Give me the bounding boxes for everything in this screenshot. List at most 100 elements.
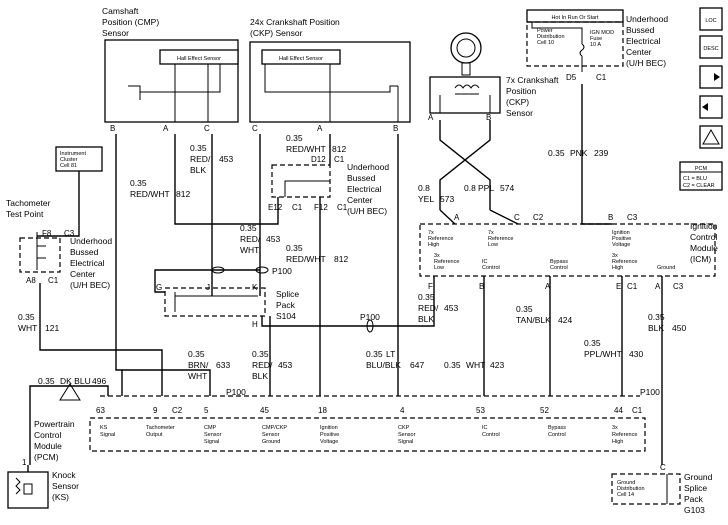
icm-sig-2b: Reference [488,236,513,242]
wire-label: DK BLU [60,376,91,386]
ground-splice: C Ground Distribution Cell 14 Ground Spl… [611,463,713,515]
ckp24-pin-c: C [252,124,258,133]
icm-sig-2a: 7x [488,230,494,236]
bec-middle: D12 C1 E12 C1 F12 C1 Underhood Bussed El… [268,155,389,216]
pcm-sig-ckp-2: Sensor [398,432,416,438]
wire-label: 453 [278,360,292,370]
nav-warning-button[interactable] [699,125,723,149]
icm-title-4: (ICM) [690,254,711,264]
instrument-cluster: Instrument Cluster Cell 81 [55,146,103,172]
pcm-sig-cmp-3: Signal [204,439,219,445]
fuse-bec-5: (U/H BEC) [626,58,666,68]
wire-label: RED/WHT [286,144,326,154]
tach-pin-a8: A8 [26,276,36,285]
fuse-header: Hot In Run Or Start [551,15,599,21]
wire-label: LT [386,349,395,359]
fuse-pd-3: Cell 10 [537,40,554,46]
pcm-pin-44: 44 [614,406,623,415]
wire-label: PPL [478,183,494,193]
pcm-sig-byp-1: Bypass [548,425,566,431]
ckp24-pin-b: B [393,124,398,133]
knock-label-3: (KS) [52,492,69,502]
pcm-sig-ckp-1: CKP [398,425,410,431]
pcm-sig-ign-3: Voltage [320,439,338,445]
ckp24-label-1: 24x Crankshaft Position [250,17,340,27]
splice-pin-k: K [252,283,258,292]
cmp-pin-a: A [163,124,169,133]
pcm-sig-tach-1: Tachometer [146,425,175,431]
tach-test-point: Tachometer Test Point F8 C3 A8 C1 Underh… [6,198,112,290]
fuse-rating: 10 A [590,42,601,48]
icm-sig-3c: Voltage [612,242,630,248]
pcm-sig-cmp-2: Sensor [204,432,222,438]
pcm-sig-gnd-2: Sensor [262,432,280,438]
icm-conn-c3: C3 [627,213,638,222]
wires [27,84,663,472]
arrow-right-icon [704,73,720,81]
nav-loc-button[interactable]: LOC [699,7,723,31]
tach-pin-c1: C1 [48,276,59,285]
pcm-sig-3x-3: High [612,439,623,445]
wire-label: WHT [240,245,259,255]
wire-label: 0.8 [418,183,430,193]
icm-bsig-1a: 3x [434,253,440,259]
nav-desc-button[interactable]: DESC [699,35,723,59]
connector-label: P100 [272,266,292,276]
arrow-left-icon [702,103,718,111]
bec-mid-d12: D12 [311,155,326,164]
ckp7-pin-b: B [486,113,491,122]
icm-bsig-1b: Reference [434,259,459,265]
icm-pin-b2: B [479,282,484,291]
pcm-sig-ckp-3: Signal [398,439,413,445]
knock-label-1: Knock [52,470,76,480]
wire-label: 0.35 [130,178,147,188]
pcm-sig-gnd-3: Ground [262,439,280,445]
icm-conn-c1: C1 [627,282,638,291]
pcm-sig-3x-2: Reference [612,432,637,438]
wire-label: 423 [490,360,504,370]
nav-forward-button[interactable] [699,65,723,89]
icm-sig-2c: Low [488,242,498,248]
cluster-label-3: Cell 81 [60,163,77,169]
icm-sig-1c: High [428,242,439,248]
wire-label: 424 [558,315,572,325]
ground-splice-3: Pack [684,494,704,504]
wire-label: 121 [45,323,59,333]
legend-title: PCM [695,166,708,172]
wire-label: 239 [594,148,608,158]
cmp-hall-label: Hall Effect Sensor [177,56,221,62]
wire-label: 453 [266,234,280,244]
wire-label: BRN/ [188,360,209,370]
ckp24-hall-label: Hall Effect Sensor [279,56,323,62]
wire-labels: 0.35 RED/ BLK 453 0.35 RED/WHT 812 0.35 … [18,133,686,397]
wire-label: 496 [92,376,106,386]
wire-label: RED/WHT [130,189,170,199]
wire-label: 0.35 [240,223,257,233]
pcm-sig-ign-1: Ignition [320,425,338,431]
cmp-sensor: Camshaft Position (CMP) Sensor Hall Effe… [102,6,239,133]
bec-mid-2: Bussed [347,173,376,183]
wire-label: BLK [252,371,268,381]
icm-title-1: Ignition [690,221,718,231]
wire-label: 647 [410,360,424,370]
tach-label-1: Tachometer [6,198,51,208]
wire-label: WHT [188,371,207,381]
pcm-sig-ic-1: IC [482,425,488,431]
icm-sig-1a: 7x [428,230,434,236]
wire-label: 0.35 [648,312,665,322]
pcm-title-3: Module [34,441,62,451]
ckp24-pin-a: A [317,124,323,133]
wire-label: BLK [418,314,434,324]
nav-back-button[interactable] [699,95,723,119]
fuse-icon [579,43,585,57]
fuse-bec-2: Bussed [626,25,655,35]
icm-pin-f: F [428,282,433,291]
pcm-module: Powertrain Control Module (PCM) 63 9 C2 … [34,383,646,462]
connector-label: P100 [226,387,246,397]
icm-sig-3a: Ignition [612,230,630,236]
ckp7-label-2: Position [506,86,537,96]
pcm-sig-ks-2: Signal [100,432,115,438]
icm-module: Ignition Control Module (ICM) A C C2 B C… [419,213,718,291]
wire-label: 573 [440,194,454,204]
